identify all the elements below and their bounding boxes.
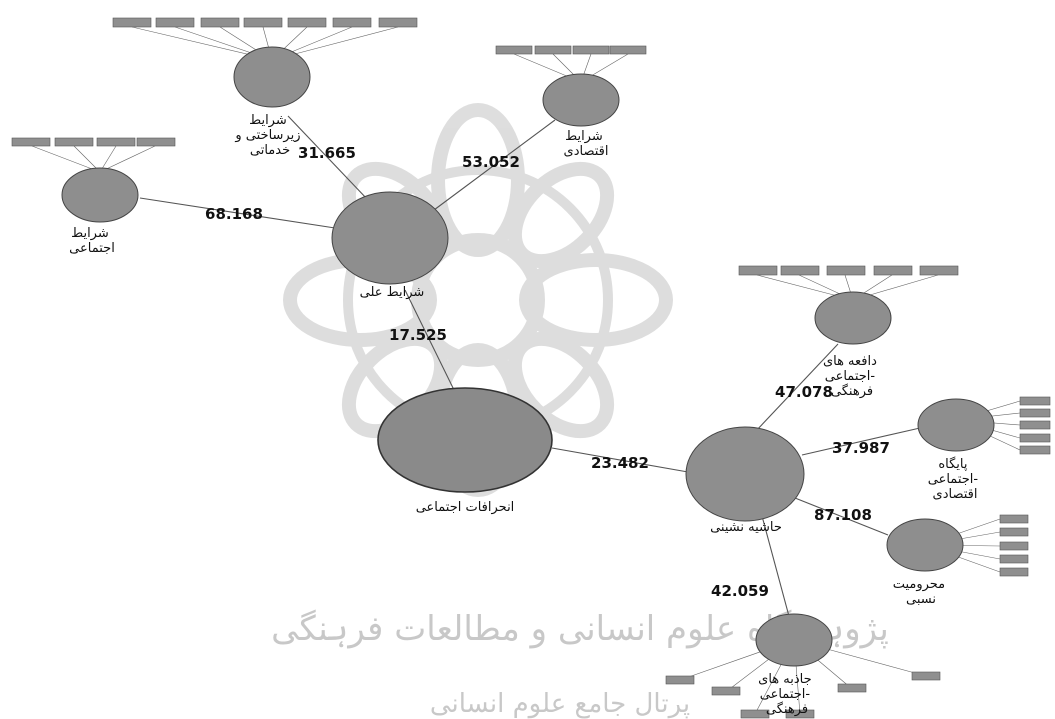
coef-social-causal: 68.168: [205, 205, 263, 223]
label-push: دافعه های اجتماعی- فرهنگی: [823, 354, 881, 399]
coef-marginal-deprivation: 87.108: [814, 506, 872, 524]
node-pull[interactable]: [755, 613, 833, 667]
path-marginal-pull: [761, 515, 791, 621]
label-pull: جاذبه های اجتماعی- فرهنگی: [758, 672, 816, 717]
path-social-causal: [139, 197, 336, 229]
label-causal: شرایط علی: [360, 285, 425, 300]
path-infrastructure-causal: [287, 115, 369, 201]
path-causal-deviance: [404, 289, 456, 393]
label-marginal: حاشیه نشینی: [710, 520, 782, 535]
node-deprivation[interactable]: [886, 518, 964, 572]
label-economic: شرایط اقتصادی: [564, 129, 609, 159]
node-economic[interactable]: [542, 73, 620, 127]
node-causal[interactable]: [331, 191, 449, 285]
label-status: پایگاه اجتماعی- اقتصادی: [928, 456, 982, 502]
label-deviance: انحرافات اجتماعی: [416, 500, 515, 515]
node-marginal[interactable]: [685, 426, 805, 522]
coef-marginal-status: 37.987: [832, 439, 890, 457]
node-push[interactable]: [814, 291, 892, 345]
path-marginal-push: [754, 343, 839, 433]
indicator-boxes: [11, 17, 1051, 719]
coef-marginal-push: 47.078: [775, 383, 833, 401]
label-deprivation: محرومیت نسبی: [893, 577, 950, 607]
coef-economic-causal: 53.052: [462, 153, 520, 171]
path-deviance-marginal: [551, 447, 689, 473]
coef-infrastructure-causal: 31.665: [298, 144, 356, 162]
coef-deviance-marginal: 23.482: [591, 454, 649, 472]
coef-causal-deviance: 17.525: [389, 326, 447, 344]
watermark-text-2: پرتال جامع علوم انسانی: [430, 689, 690, 719]
node-status[interactable]: [917, 398, 995, 452]
node-social[interactable]: [61, 167, 139, 223]
node-deviance[interactable]: [377, 387, 553, 493]
path-marginal-status: [801, 427, 921, 456]
label-social: شرایط اجتماعی: [69, 226, 115, 256]
node-infrastructure[interactable]: [233, 46, 311, 108]
path-economic-causal: [433, 119, 556, 211]
path-marginal-deprivation: [794, 497, 889, 536]
structural-paths: [139, 115, 921, 621]
coef-marginal-pull: 42.059: [711, 582, 769, 600]
label-infrastructure: شرایط زیرساختی و خدماتی: [234, 113, 304, 158]
